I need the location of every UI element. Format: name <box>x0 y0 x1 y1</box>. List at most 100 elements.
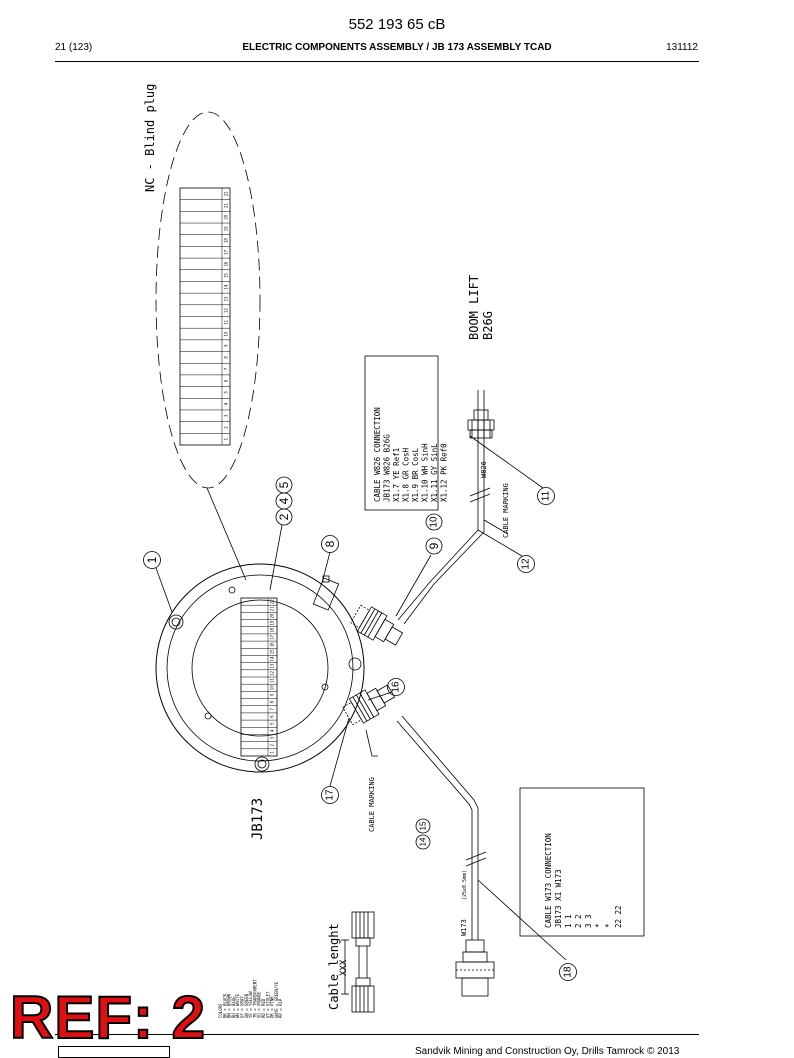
cable-w826 <box>397 390 495 625</box>
color-legend-line: YE = YELLOW <box>248 991 253 1018</box>
blind-plug-terminal-number: 10 <box>224 331 229 336</box>
blind-plug-terminal-number: 15 <box>224 273 229 278</box>
balloon-5-label: 5 <box>277 481 291 488</box>
balloon-10-label: 10 <box>429 516 440 528</box>
balloon-18 <box>559 963 577 981</box>
internal-terminal-number: 10 <box>270 685 275 690</box>
internal-terminal-number: 19 <box>270 620 275 625</box>
gland-w173 <box>342 684 396 726</box>
table-w173-line: 3 3 <box>584 914 593 928</box>
cable-marking-w173-leader <box>365 729 378 757</box>
document-number: 552 193 65 cB <box>348 16 446 33</box>
device-label: JB173 <box>250 798 266 840</box>
color-legend-line: GY = GRAY <box>240 996 245 1018</box>
internal-terminal-number: 13 <box>270 663 275 668</box>
balloon-17-label: 17 <box>325 789 336 801</box>
table-w173-line: 22 22 <box>614 905 623 928</box>
table-w173-line: 1 1 <box>564 914 573 928</box>
blind-plug-label: NC - Blind plug <box>143 84 157 192</box>
balloon-14-label: 14 <box>419 837 428 846</box>
table-w173-line: * <box>594 923 603 928</box>
balloon-16-label: 16 <box>391 681 402 693</box>
balloon-8 <box>321 535 339 553</box>
color-legend-line: VT = VIOLET <box>265 991 270 1018</box>
cable-length-label: Cable lenght <box>327 923 341 1010</box>
blind-plug-terminal-number: 6 <box>224 379 229 382</box>
table-w826-line: CABLE W826 CONNECTION <box>373 407 382 502</box>
blind-plug-terminal-number: 13 <box>224 296 229 301</box>
table-w173-line: 2 2 <box>574 914 583 928</box>
balloon-12 <box>517 555 535 573</box>
blind-plug-terminal-number: 20 <box>224 214 229 219</box>
balloon-16 <box>387 678 405 696</box>
table-w173-frame <box>519 787 645 937</box>
internal-terminal-number: 11 <box>270 678 275 683</box>
balloon-4-label: 4 <box>277 497 291 504</box>
balloon-2-label: 2 <box>277 513 291 520</box>
cable-w173-spec: (25x0.5mm) <box>462 870 468 900</box>
header-rule <box>55 61 699 62</box>
balloon-5 <box>275 476 293 494</box>
internal-terminal-number: 5 <box>270 722 275 725</box>
balloon-10 <box>425 513 443 531</box>
blind-plug-ellipse <box>155 111 261 489</box>
cable-marking-w826-leader <box>483 519 509 535</box>
color-legend-line: WH = WHITE <box>235 993 240 1018</box>
color-legend-line: OG = ORANGE <box>257 991 262 1018</box>
balloon-14 <box>415 834 431 850</box>
internal-terminal-number: 7 <box>270 708 275 711</box>
blind-plug-terminal-number: 4 <box>224 402 229 405</box>
balloon-8-label: 8 <box>323 540 337 547</box>
balloon-9 <box>425 537 443 555</box>
table-w826-line: X1.8 GR CosH <box>402 447 411 502</box>
leader-blind-plug <box>206 487 247 581</box>
balloon-17 <box>321 786 339 804</box>
cable-length-illustration <box>341 911 375 1013</box>
table-w173-line: * <box>604 923 613 928</box>
color-legend-line: BU = BLUE <box>231 996 236 1018</box>
cable-w173 <box>396 715 495 997</box>
blind-plug-terminal-number: 3 <box>224 414 229 417</box>
internal-terminal-number: 20 <box>270 613 275 618</box>
table-w826-line: X1.9 BR CosL <box>411 447 420 502</box>
balloon-11-label: 11 <box>541 490 552 501</box>
color-legend-line: RD = RED <box>261 998 266 1018</box>
internal-terminal-number: 4 <box>270 729 275 732</box>
table-w826-line: X1.11 GY SinL <box>430 443 439 502</box>
internal-terminal-number: 3 <box>270 736 275 739</box>
internal-terminal-number: 22 <box>270 599 275 604</box>
balloon-15-label: 15 <box>419 821 428 830</box>
color-legend-line: BN = BROWN <box>227 993 232 1018</box>
blind-plug-terminal-number: 21 <box>224 203 229 208</box>
internal-terminal-number: 8 <box>270 700 275 703</box>
internal-terminal-number: 15 <box>270 649 275 654</box>
page-title: ELECTRIC COMPONENTS ASSEMBLY / JB 173 AS… <box>242 42 552 53</box>
blind-plug-terminal-number: 7 <box>224 367 229 370</box>
cable-w173-label: W173 <box>460 919 468 936</box>
balloon-11 <box>537 487 555 505</box>
blind-plug-terminal-number: 12 <box>224 308 229 313</box>
internal-terminal-number: 1 <box>270 751 275 754</box>
internal-terminal-number: 17 <box>270 635 275 640</box>
blind-plug-terminal-number: 5 <box>224 391 229 394</box>
boom-lift-code: B26G <box>481 311 495 340</box>
internal-terminal-number: 2 <box>270 743 275 746</box>
blind-plug-terminal-number: 17 <box>224 249 229 254</box>
internal-terminal-number: 12 <box>270 670 275 675</box>
balloon-leaders <box>155 435 567 961</box>
blind-plug-terminal-number: 14 <box>224 284 229 289</box>
balloon-1 <box>143 551 161 569</box>
table-w826-frame <box>364 355 439 511</box>
balloon-12-label: 12 <box>521 558 532 570</box>
internal-terminal-number: 18 <box>270 627 275 632</box>
color-legend-line: TR = TRANSPARENT <box>252 979 257 1018</box>
balloon-1-label: 1 <box>145 556 159 563</box>
internal-terminal-number: 16 <box>270 642 275 647</box>
table-w173-line: JB173 X1 W173 <box>554 869 563 928</box>
color-legend-line: GNYE = GREEN/YE <box>274 981 279 1018</box>
color-legend-line: PK = PINK <box>270 996 275 1018</box>
blind-plug-terminal-number: 22 <box>224 191 229 196</box>
gland-w826 <box>350 604 404 646</box>
